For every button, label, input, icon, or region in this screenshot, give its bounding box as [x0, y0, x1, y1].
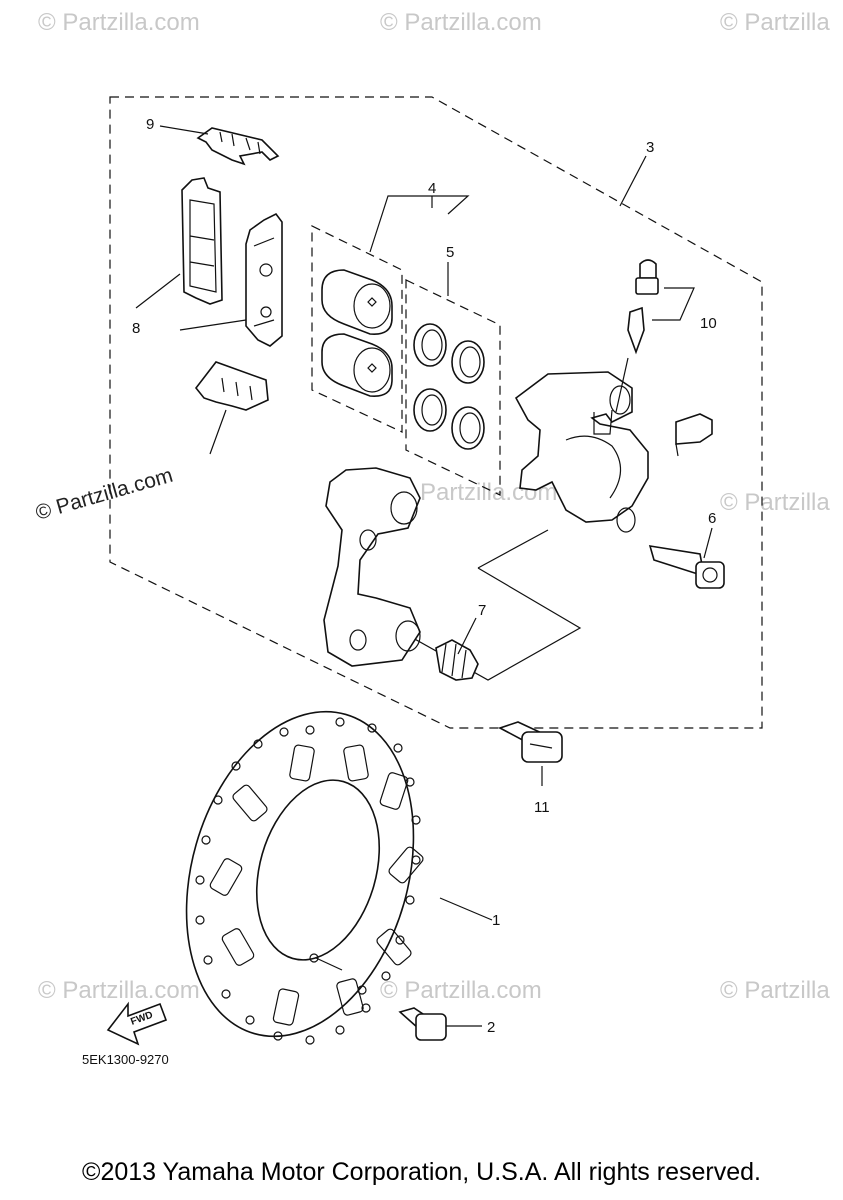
callout-9: 9 [146, 116, 154, 133]
callout-10: 10 [700, 315, 717, 332]
caliper-piston-top [321, 269, 393, 335]
caliper-pin-bolt [675, 413, 713, 457]
caliper-body [514, 371, 649, 533]
brake-pad-right [245, 212, 283, 347]
callout-7: 7 [478, 602, 486, 619]
callout-6: 6 [708, 510, 716, 527]
watermark-low-right: © Partzilla [720, 977, 830, 1004]
bracket-mounting-bolt [497, 721, 563, 763]
bleed-screw [627, 259, 659, 355]
watermark-low-left: © Partzilla.com [38, 977, 200, 1004]
piston-group-boundary [311, 225, 403, 433]
pin-boot [435, 639, 479, 681]
forward-direction-arrow: FWD [106, 1001, 168, 1046]
bracket-region-outline-2 [477, 529, 549, 569]
seal-group-boundary [405, 279, 501, 496]
pad-spring-bottom [194, 361, 269, 411]
callout-labels: 1 2 3 4 5 6 7 8 9 10 11 [132, 116, 717, 1036]
callout-2: 2 [487, 1019, 495, 1036]
caliper-piston-bottom [321, 333, 393, 397]
watermark-top-left: © Partzilla.com [38, 9, 200, 36]
watermark-top-right: © Partzilla [720, 9, 830, 36]
caliper-assembly-boundary [109, 96, 763, 729]
watermark-mid-right: © Partzilla [720, 489, 830, 516]
watermark-low-center: © Partzilla.com [380, 977, 542, 1004]
piston-seals [413, 323, 485, 450]
caliper-pin [648, 545, 725, 589]
watermark-layer: © Partzilla.com © Partzilla.com © Partzi… [38, 9, 830, 1004]
watermark-mid-left: © Partzilla.com [33, 464, 175, 525]
diagram-code: 5EK1300-9270 [82, 1052, 169, 1067]
leader-lines [135, 125, 713, 1027]
callout-4: 4 [428, 180, 436, 197]
caliper-bracket [323, 467, 421, 667]
disc-bolt [398, 1007, 447, 1041]
callout-11: 11 [534, 799, 550, 816]
pad-spring-top [196, 127, 280, 166]
brake-disc [185, 710, 424, 1045]
bracket-region-outline [394, 567, 582, 681]
callout-5: 5 [446, 244, 454, 261]
watermark-top-center: © Partzilla.com [380, 9, 542, 36]
copyright-notice: ©2013 Yamaha Motor Corporation, U.S.A. A… [82, 1158, 761, 1186]
callout-3: 3 [646, 139, 654, 156]
callout-8: 8 [132, 320, 140, 337]
callout-1: 1 [492, 912, 500, 929]
brake-pad-left [181, 177, 223, 305]
